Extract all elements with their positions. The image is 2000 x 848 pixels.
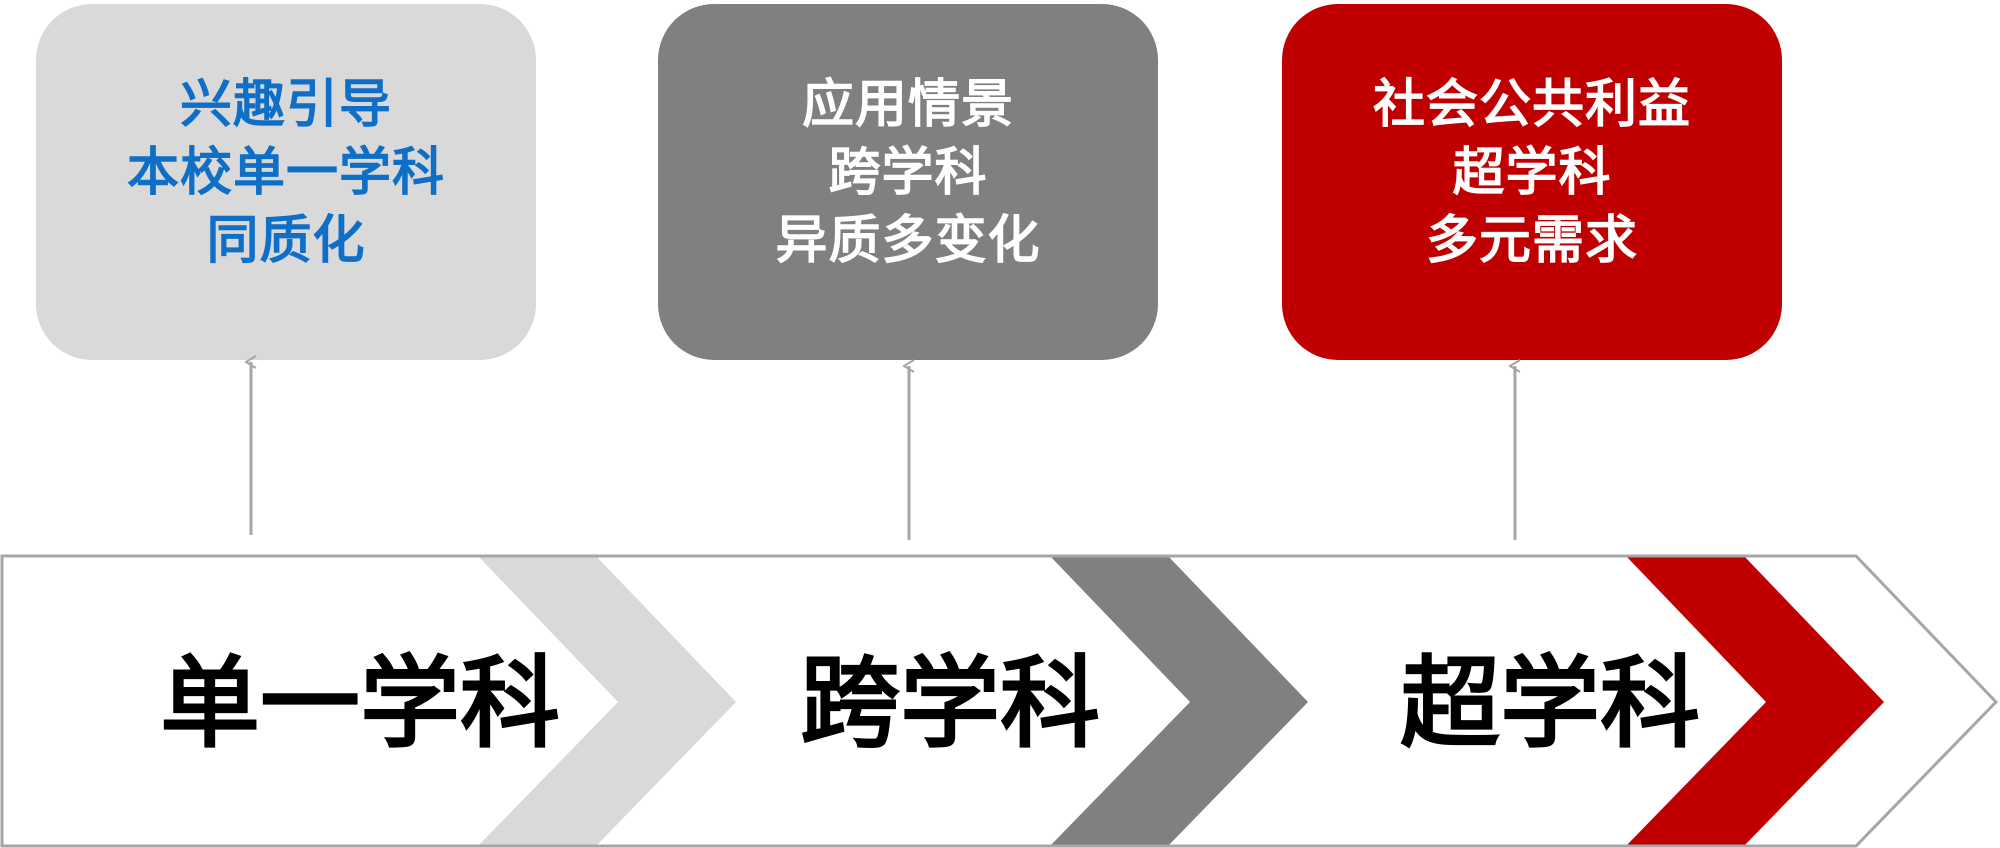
box-1-line-1: 兴趣引导 (179, 75, 392, 135)
box-1-line-3: 同质化 (206, 211, 366, 271)
stage-label-interdisciplinary: 跨学科 (800, 645, 1100, 762)
box-2-line-2: 跨学科 (828, 143, 988, 203)
box-3-line-3: 多元需求 (1425, 211, 1638, 271)
box-public-interest: 社会公共利益 超学科 多元需求 (1282, 4, 1782, 360)
box-2-line-3: 异质多变化 (775, 211, 1041, 271)
box-interest-guided: 兴趣引导 本校单一学科 同质化 (36, 4, 536, 360)
box-2-line-1: 应用情景 (801, 75, 1014, 135)
chevron-3 (1626, 556, 1884, 846)
box-1-line-2: 本校单一学科 (126, 143, 445, 203)
chevron-2 (1050, 556, 1308, 846)
stage-label-single-discipline: 单一学科 (160, 645, 560, 762)
chevron-1 (478, 556, 736, 846)
stage-label-transdisciplinary: 超学科 (1400, 645, 1700, 762)
box-3-line-1: 社会公共利益 (1372, 75, 1691, 135)
timeline-arrow-outline (0, 554, 1999, 848)
box-3-line-2: 超学科 (1452, 143, 1612, 203)
box-application-context: 应用情景 跨学科 异质多变化 (658, 4, 1158, 360)
